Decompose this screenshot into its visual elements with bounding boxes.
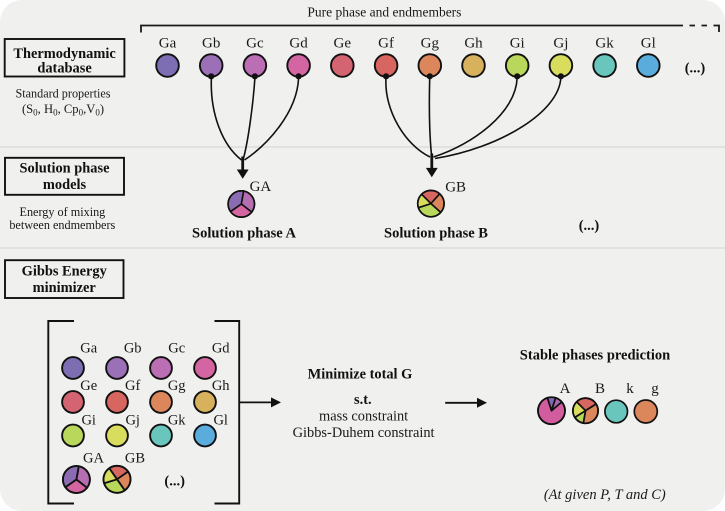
svg-text:Gh: Gh — [212, 378, 230, 394]
svg-text:g: g — [651, 381, 659, 397]
svg-text:Solution phase A: Solution phase A — [192, 225, 296, 241]
svg-text:Ge: Ge — [80, 378, 97, 394]
svg-text:Gibbs-Duhem constraint: Gibbs-Duhem constraint — [293, 425, 435, 441]
svg-text:k: k — [626, 381, 634, 397]
svg-text:Gc: Gc — [168, 341, 185, 357]
svg-text:database: database — [37, 60, 92, 76]
svg-text:Gk: Gk — [168, 413, 186, 429]
svg-text:Gc: Gc — [246, 36, 264, 52]
svg-text:A: A — [560, 381, 571, 397]
svg-text:Gf: Gf — [125, 378, 140, 394]
svg-text:Gl: Gl — [213, 413, 228, 429]
svg-text:(...): (...) — [579, 218, 600, 234]
svg-text:Gj: Gj — [125, 413, 140, 429]
svg-text:Ga: Ga — [80, 341, 97, 357]
svg-text:Pure phase and endmembers: Pure phase and endmembers — [307, 5, 461, 20]
svg-text:Standard properties: Standard properties — [15, 86, 110, 100]
svg-text:(...): (...) — [685, 61, 706, 77]
svg-text:Gibbs Energy: Gibbs Energy — [22, 264, 108, 280]
svg-text:GA: GA — [83, 450, 104, 466]
svg-text:Gb: Gb — [124, 341, 142, 357]
svg-text:models: models — [43, 177, 87, 193]
svg-text:Gf: Gf — [378, 36, 394, 52]
svg-text:s.t.: s.t. — [354, 392, 372, 408]
svg-text:Thermodynamic: Thermodynamic — [13, 46, 116, 62]
svg-text:(...): (...) — [164, 474, 185, 490]
svg-text:GB: GB — [445, 180, 466, 196]
svg-text:Gi: Gi — [510, 36, 525, 52]
svg-text:Gd: Gd — [212, 341, 230, 357]
svg-text:GA: GA — [250, 179, 272, 195]
svg-text:between endmembers: between endmembers — [9, 218, 115, 232]
svg-text:Gg: Gg — [421, 36, 440, 52]
svg-text:Solution phase: Solution phase — [20, 160, 111, 176]
svg-text:Gk: Gk — [595, 36, 614, 52]
svg-text:GB: GB — [125, 450, 145, 466]
svg-text:(At given P, T and C): (At given P, T and C) — [544, 487, 666, 503]
svg-text:B: B — [595, 381, 605, 397]
svg-text:Ge: Ge — [334, 36, 352, 52]
svg-text:Gd: Gd — [289, 36, 308, 52]
svg-text:(S0, H0, Cp0,V0): (S0, H0, Cp0,V0) — [22, 102, 104, 118]
svg-text:mass constraint: mass constraint — [319, 408, 408, 424]
svg-text:Gl: Gl — [641, 36, 656, 52]
svg-text:Gh: Gh — [464, 36, 483, 52]
svg-text:Stable phases prediction: Stable phases prediction — [520, 348, 670, 364]
svg-text:Solution phase B: Solution phase B — [384, 225, 488, 241]
svg-text:Ga: Ga — [159, 36, 177, 52]
svg-text:Energy of mixing: Energy of mixing — [20, 205, 106, 219]
svg-text:Minimize total G: Minimize total G — [308, 366, 413, 382]
svg-text:Gg: Gg — [168, 378, 186, 394]
svg-text:minimizer: minimizer — [33, 280, 97, 296]
svg-text:Gj: Gj — [553, 36, 568, 52]
svg-text:Gi: Gi — [81, 413, 96, 429]
svg-text:Gb: Gb — [202, 36, 220, 52]
